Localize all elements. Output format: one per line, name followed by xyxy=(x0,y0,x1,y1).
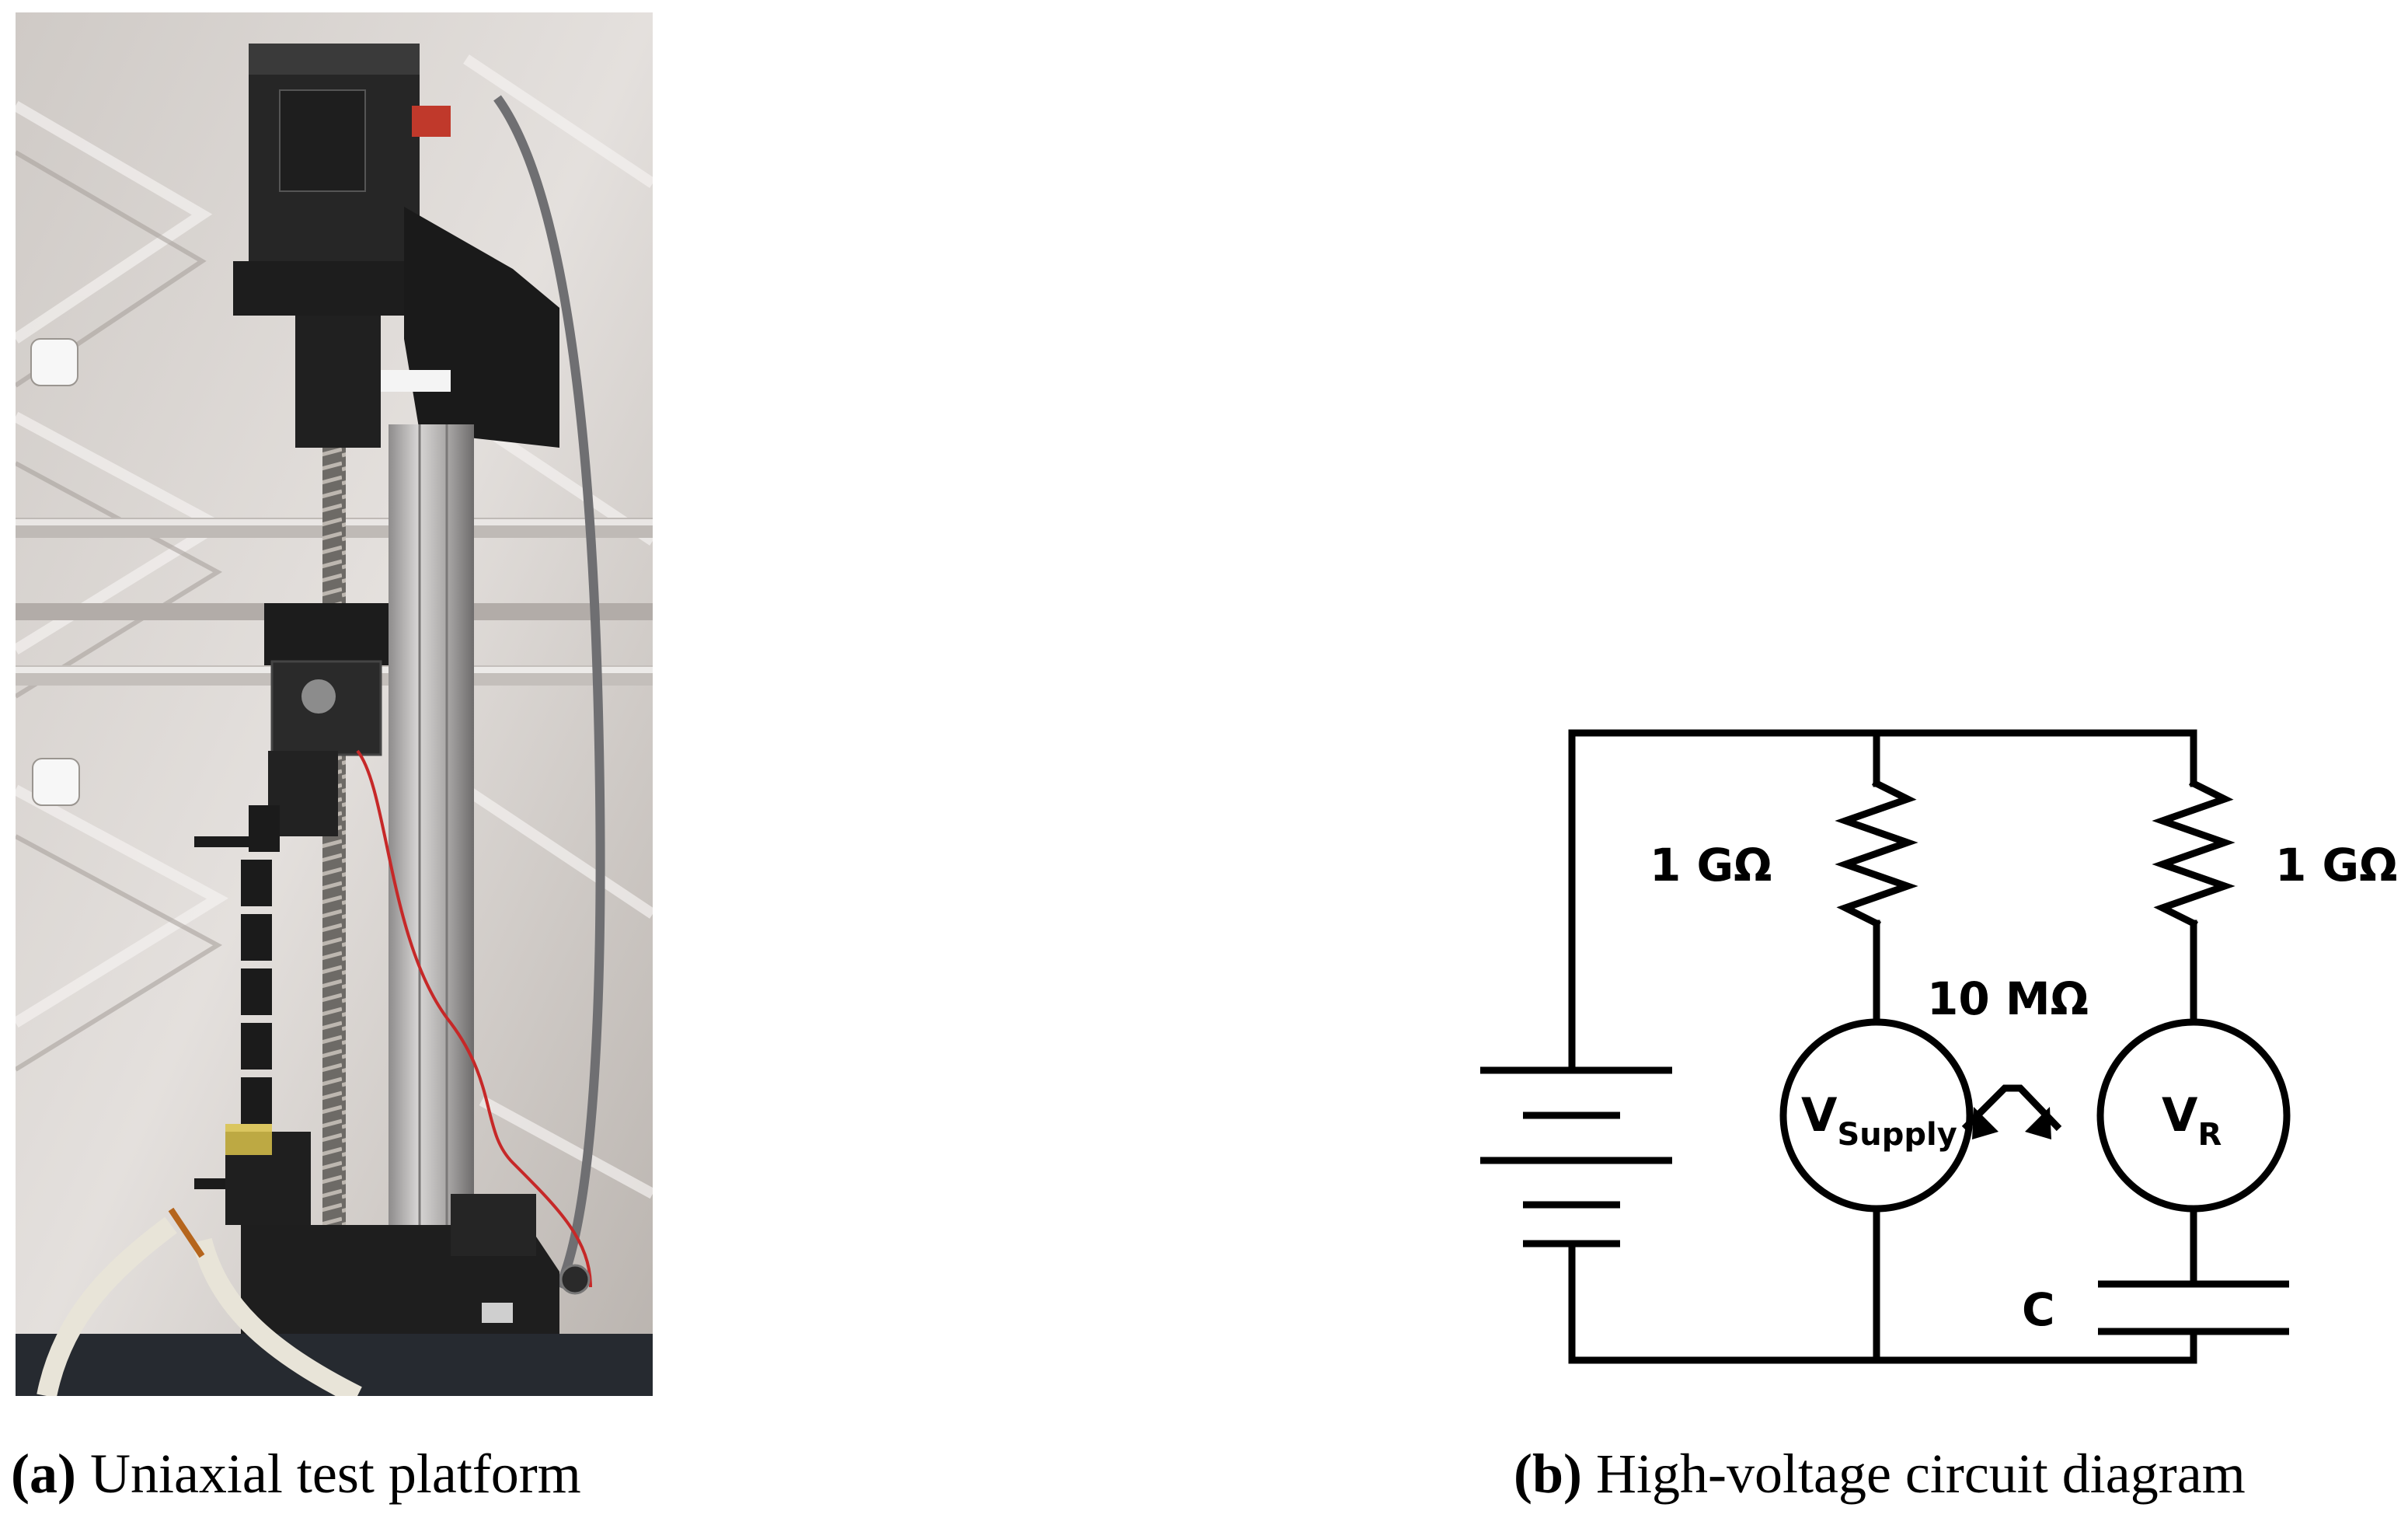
capacitor-symbol xyxy=(2098,1280,2289,1335)
caption-panel-a-text: Uniaxial test platform xyxy=(89,1443,581,1505)
resistor-right-label: 1 GΩ xyxy=(2275,839,2397,892)
arrowhead-right xyxy=(2025,1107,2051,1139)
resistor-left-zigzag xyxy=(1835,778,1918,929)
coupling-resistor-label: 10 MΩ xyxy=(1927,972,2089,1025)
white-cable-right xyxy=(192,1237,362,1405)
lead-screw xyxy=(322,448,346,1241)
caption-panel-a-tag: (a) xyxy=(11,1443,76,1505)
cable-chain xyxy=(241,805,280,1124)
meter-supply-main: V xyxy=(1801,1088,1838,1143)
resistor-left-label: 1 GΩ xyxy=(1650,839,1772,892)
meter-r-subscript: R xyxy=(2197,1117,2222,1153)
arrowhead-left xyxy=(1972,1107,1999,1139)
caption-panel-b-text: High-voltage circuit diagram xyxy=(1596,1443,2246,1505)
caption-panel-a: (a) Uniaxial test platform xyxy=(11,1442,581,1506)
meter-r xyxy=(2096,1018,2291,1213)
caption-panel-b: (b) High-voltage circuit diagram xyxy=(1514,1442,2246,1506)
battery-symbol xyxy=(1480,1066,1672,1209)
coupling-resistance-link xyxy=(1961,1084,2062,1132)
aluminium-rail xyxy=(389,424,474,1248)
meter-supply xyxy=(1779,1018,1974,1213)
meter-r-label: VR xyxy=(2162,1088,2222,1153)
moving-carriage xyxy=(264,603,389,665)
caption-panel-b-tag: (b) xyxy=(1514,1443,1582,1505)
resistor-right-zigzag xyxy=(2152,778,2236,929)
shaft-coupler xyxy=(295,316,381,448)
meter-supply-label: VSupply xyxy=(1801,1088,1957,1153)
meter-supply-subscript: Supply xyxy=(1837,1117,1957,1153)
circuit-diagram: 1 GΩ 1 GΩ 10 MΩ C VSupply VR xyxy=(1461,715,2408,1415)
capacitor-label: C xyxy=(2022,1283,2055,1336)
meter-r-main: V xyxy=(2162,1088,2198,1143)
red-wire xyxy=(356,749,592,1288)
grey-cable xyxy=(493,95,605,1289)
white-cable-left xyxy=(37,1216,177,1398)
wall-clip-upper xyxy=(30,338,78,386)
motor-mount xyxy=(233,261,420,316)
test-platform-photo xyxy=(12,12,656,1405)
wall-clip-lower xyxy=(32,758,80,806)
